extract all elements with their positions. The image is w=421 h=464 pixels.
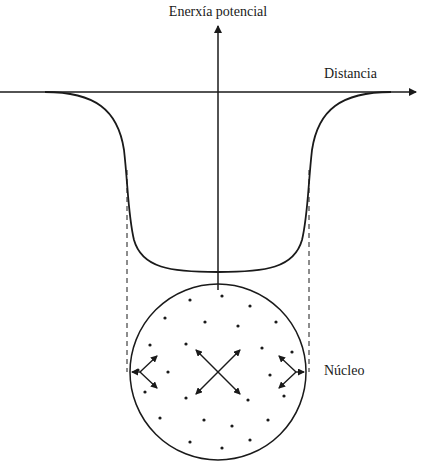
axis-label: Distancia <box>322 66 379 81</box>
nucleons <box>136 294 301 449</box>
projection-line <box>309 170 310 372</box>
part-label: Núcleo <box>322 363 366 378</box>
projection-line <box>127 170 128 372</box>
potential-curve <box>45 92 391 272</box>
axis-label: Enerxía potencial <box>167 4 269 19</box>
energy-axis <box>217 26 219 290</box>
motion-arrows <box>132 350 304 394</box>
nucleus-circle <box>130 284 306 460</box>
